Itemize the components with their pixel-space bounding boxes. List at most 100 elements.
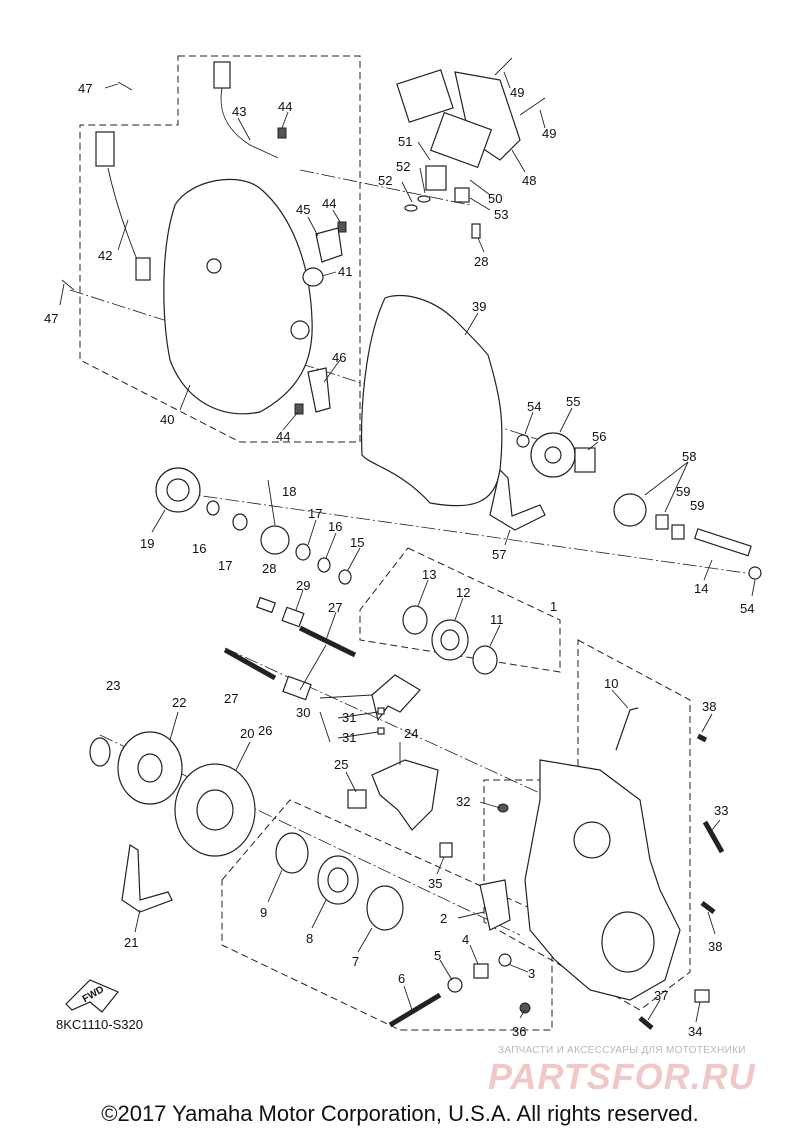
callout: 18 bbox=[282, 484, 296, 499]
cover-boss bbox=[206, 258, 222, 274]
shaft bbox=[694, 528, 752, 557]
collar bbox=[574, 447, 596, 473]
case-bore bbox=[573, 821, 611, 859]
callout: 22 bbox=[172, 695, 186, 710]
callout: 49 bbox=[542, 126, 556, 141]
bolt-head bbox=[694, 989, 710, 1003]
callout: 55 bbox=[566, 394, 580, 409]
leader-lines bbox=[59, 71, 756, 1023]
washer bbox=[748, 566, 762, 580]
callout: 41 bbox=[338, 264, 352, 279]
axis-line bbox=[299, 169, 471, 206]
guide-bar bbox=[223, 647, 277, 681]
callout: 44 bbox=[276, 429, 290, 444]
callout: 33 bbox=[714, 803, 728, 818]
callout: 19 bbox=[140, 536, 154, 551]
stopper-lever bbox=[371, 759, 439, 831]
callout: 27 bbox=[328, 600, 342, 615]
rod bbox=[615, 707, 639, 751]
o-ring bbox=[404, 204, 418, 212]
washer bbox=[447, 977, 463, 993]
gear bbox=[260, 525, 290, 555]
axis-line bbox=[159, 489, 761, 576]
callout: 44 bbox=[278, 99, 292, 114]
pin bbox=[377, 707, 385, 715]
nut bbox=[519, 1002, 531, 1014]
bearing-inner bbox=[327, 867, 349, 893]
watermark-logo: PARTSFOR.RU bbox=[488, 1056, 756, 1097]
callout: 47 bbox=[78, 81, 92, 96]
spring bbox=[256, 596, 276, 614]
collar bbox=[655, 514, 669, 530]
pin bbox=[377, 727, 385, 735]
oil-seal bbox=[472, 645, 498, 675]
callout: 26 bbox=[258, 723, 272, 738]
diagram-reference-code: 8KC1110-S320 bbox=[56, 1017, 143, 1032]
callout: 37 bbox=[654, 988, 668, 1003]
callout: 52 bbox=[378, 173, 392, 188]
callout: 7 bbox=[352, 954, 359, 969]
callout: 24 bbox=[404, 726, 418, 741]
callout: 32 bbox=[456, 794, 470, 809]
circlip bbox=[402, 605, 428, 635]
circlip bbox=[338, 569, 352, 585]
callout: 38 bbox=[702, 699, 716, 714]
callout: 13 bbox=[422, 567, 436, 582]
guide-bar bbox=[298, 625, 357, 658]
callout: 36 bbox=[512, 1024, 526, 1039]
copyright-notice: ©2017 Yamaha Motor Corporation, U.S.A. A… bbox=[101, 1101, 699, 1126]
callout: 3 bbox=[528, 966, 535, 981]
callout: 27 bbox=[224, 691, 238, 706]
cover-boss bbox=[290, 320, 310, 340]
callout: 42 bbox=[98, 248, 112, 263]
callout: 4 bbox=[462, 932, 469, 947]
gear-hub bbox=[196, 789, 234, 831]
callout: 47 bbox=[44, 311, 58, 326]
callout: 51 bbox=[398, 134, 412, 149]
callout: 10 bbox=[604, 676, 618, 691]
bolt bbox=[638, 1016, 654, 1030]
callout: 43 bbox=[232, 104, 246, 119]
clip bbox=[277, 127, 287, 139]
fwd-arrow-icon bbox=[65, 979, 119, 1013]
callout: 54 bbox=[527, 399, 541, 414]
motor-shaft-gear bbox=[425, 165, 447, 191]
callout: 52 bbox=[396, 159, 410, 174]
callout: 1 bbox=[550, 599, 557, 614]
spring-pin bbox=[471, 223, 481, 239]
callout: 48 bbox=[522, 173, 536, 188]
callout: 28 bbox=[474, 254, 488, 269]
assembly-box-cover bbox=[79, 55, 361, 443]
callout: 54 bbox=[740, 601, 754, 616]
callout: 5 bbox=[434, 948, 441, 963]
shift-cam-follower bbox=[282, 675, 312, 701]
circlip bbox=[317, 557, 331, 573]
callout: 12 bbox=[456, 585, 470, 600]
sensor-connector bbox=[213, 61, 231, 89]
callout: 16 bbox=[328, 519, 342, 534]
bolt bbox=[700, 901, 716, 914]
bolt bbox=[702, 820, 725, 854]
torsion-spring bbox=[347, 789, 367, 809]
bolt bbox=[519, 97, 546, 116]
callout: 38 bbox=[708, 939, 722, 954]
holder-plate bbox=[315, 227, 343, 263]
gear-hub bbox=[137, 753, 163, 783]
collar bbox=[473, 963, 489, 979]
gasket bbox=[361, 294, 503, 507]
callout: 59 bbox=[690, 498, 704, 513]
callout: 34 bbox=[688, 1024, 702, 1039]
collar bbox=[281, 606, 305, 628]
washer bbox=[498, 953, 512, 967]
case-bore-large bbox=[601, 911, 655, 973]
callout: 2 bbox=[440, 911, 447, 926]
callout: 58 bbox=[682, 449, 696, 464]
drive-chain bbox=[121, 844, 173, 913]
circlip bbox=[89, 737, 111, 767]
callout: 17 bbox=[218, 558, 232, 573]
washer bbox=[295, 543, 311, 561]
callout: 50 bbox=[488, 191, 502, 206]
callout: 6 bbox=[398, 971, 405, 986]
callout: 31 bbox=[342, 710, 356, 725]
